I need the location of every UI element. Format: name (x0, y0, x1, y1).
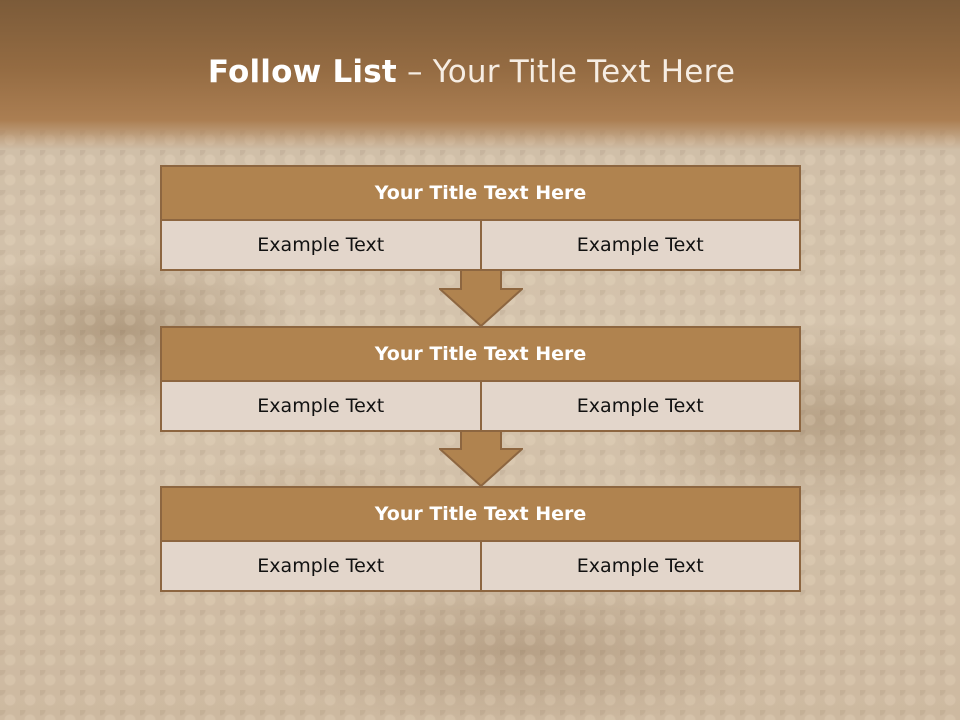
slide-title-bold: Follow List (207, 54, 397, 90)
block-row: Example Text Example Text (160, 221, 801, 271)
block-title: Your Title Text Here (160, 326, 801, 382)
block-title: Your Title Text Here (160, 165, 801, 221)
block-cell-right: Example Text (481, 542, 801, 592)
block-cell-left: Example Text (160, 221, 482, 271)
block-cell-left: Example Text (160, 382, 482, 432)
block-cell-right: Example Text (481, 382, 801, 432)
block-cell-right: Example Text (481, 221, 801, 271)
block-title: Your Title Text Here (160, 486, 801, 542)
list-block-2: Your Title Text Here Example Text Exampl… (160, 326, 801, 432)
list-block-3: Your Title Text Here Example Text Exampl… (160, 486, 801, 592)
down-arrow-icon (439, 269, 523, 327)
title-band (0, 0, 960, 150)
down-arrow-icon (439, 429, 523, 487)
block-row: Example Text Example Text (160, 542, 801, 592)
block-cell-left: Example Text (160, 542, 482, 592)
list-block-1: Your Title Text Here Example Text Exampl… (160, 165, 801, 271)
block-row: Example Text Example Text (160, 382, 801, 432)
slide-title-rest: – Your Title Text Here (396, 54, 736, 90)
slide-title: Follow List – Your Title Text Here (0, 54, 943, 90)
